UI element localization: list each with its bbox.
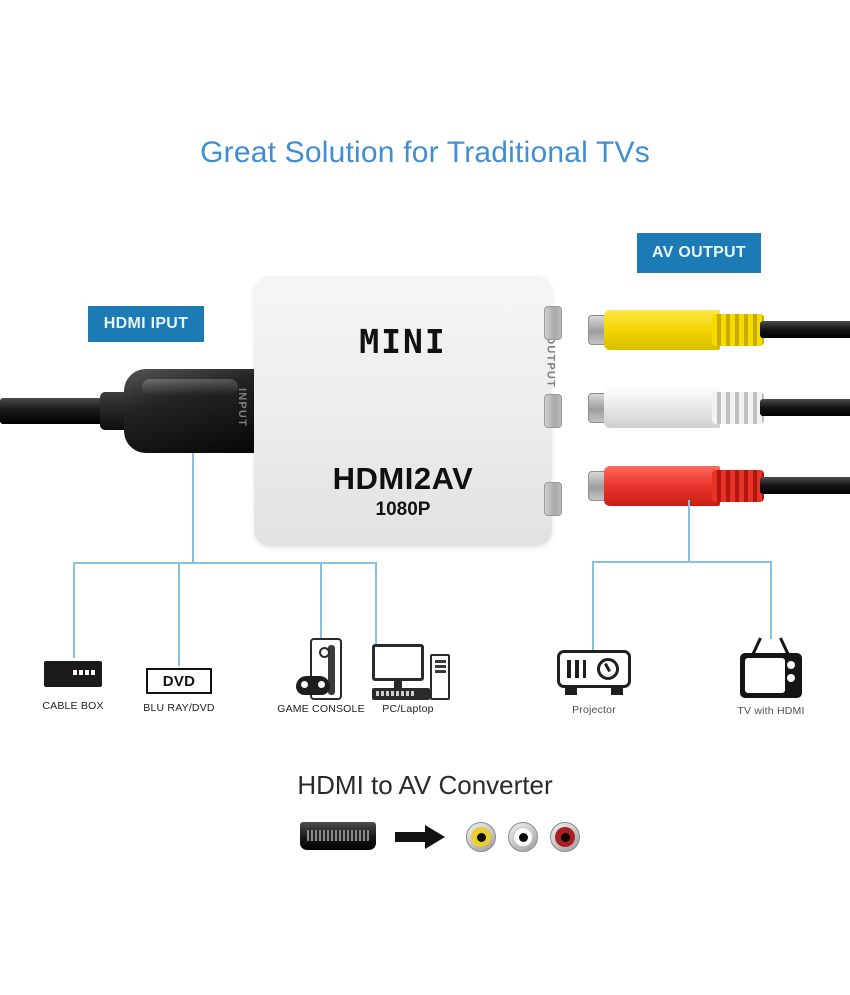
connector-line-drop-tv xyxy=(770,561,772,639)
rca-barrel xyxy=(604,466,720,506)
rca-barrel xyxy=(604,310,720,350)
device-brand-label: MINI xyxy=(359,322,447,361)
caption-game-console: GAME CONSOLE xyxy=(277,703,365,715)
connector-line-drop-pc xyxy=(375,562,377,644)
device-output-label: OUTPUT xyxy=(544,335,556,388)
device-model-label: HDMI2AV xyxy=(332,461,474,496)
rca-jack-face-red xyxy=(550,822,580,852)
pc-desktop-icon xyxy=(372,644,450,700)
rca-jack-face-yellow xyxy=(466,822,496,852)
keyboard-icon xyxy=(372,688,430,700)
rca-ring xyxy=(513,827,533,847)
caption-cable-box: CABLE BOX xyxy=(42,700,104,712)
cable-box-icon xyxy=(44,661,102,687)
rca-jack-port-audio-left xyxy=(544,394,562,428)
caption-blu-ray-dvd: BLU RAY/DVD xyxy=(143,702,215,714)
television-icon xyxy=(740,637,802,698)
hdmi-plug-icon xyxy=(300,822,376,850)
rca-jack-port-video xyxy=(544,306,562,340)
projector-vents xyxy=(567,660,586,678)
projector-lens xyxy=(597,658,619,680)
cable-box-leds xyxy=(73,670,95,675)
rca-grip xyxy=(712,470,764,502)
projector-foot-right xyxy=(611,688,623,695)
caption-pc-laptop: PC/Laptop xyxy=(382,703,434,715)
rca-jack-port-audio-right xyxy=(544,482,562,516)
hdmi-input-tag: HDMI IPUT xyxy=(88,306,204,342)
connector-line-drop-projector xyxy=(592,561,594,651)
projector-icon xyxy=(557,650,631,698)
game-console-icon xyxy=(296,638,346,700)
rca-grip xyxy=(712,392,764,424)
device-resolution-label: 1080P xyxy=(375,499,431,520)
tv-antenna-icon xyxy=(750,637,791,657)
page-title: Great Solution for Traditional TVs xyxy=(200,136,650,169)
dvd-player-icon: DVD xyxy=(146,668,212,694)
gamepad-icon xyxy=(296,676,330,695)
connector-line-drop-dvd xyxy=(178,562,180,666)
converter-device: MINI INPUT OUTPUT HDMI2AV 1080P xyxy=(236,276,562,546)
rca-pin xyxy=(476,832,486,842)
hdmi-connector-icon xyxy=(124,369,264,453)
rca-barrel xyxy=(604,388,720,428)
rca-pin xyxy=(518,832,528,842)
rca-wire xyxy=(760,477,850,494)
rca-jack-face-white xyxy=(508,822,538,852)
connector-line-drop-cable-box xyxy=(73,562,75,658)
monitor-stand xyxy=(394,681,402,688)
rca-ring xyxy=(471,827,491,847)
monitor-icon xyxy=(372,644,424,681)
connector-line-bus-right xyxy=(592,561,772,563)
device-input-label: INPUT xyxy=(236,388,248,427)
footer-caption: HDMI to AV Converter xyxy=(297,770,553,800)
connector-line-stem-left xyxy=(192,453,194,563)
caption-projector: Projector xyxy=(572,704,616,716)
caption-tv-with-hdmi: TV with HDMI xyxy=(737,705,805,717)
av-output-tag: AV OUTPUT xyxy=(637,233,761,273)
connector-line-drop-console xyxy=(320,562,322,638)
rca-grip xyxy=(712,314,764,346)
connector-line-bus-left xyxy=(73,562,376,564)
connector-line-stem-right xyxy=(688,500,690,562)
rca-ring xyxy=(555,827,575,847)
rca-pin xyxy=(560,832,570,842)
arrow-right-icon xyxy=(395,825,445,849)
tower-case-icon xyxy=(430,654,450,700)
rca-wire xyxy=(760,321,850,338)
rca-wire xyxy=(760,399,850,416)
projector-foot-left xyxy=(565,688,577,695)
tv-screen xyxy=(740,653,802,698)
